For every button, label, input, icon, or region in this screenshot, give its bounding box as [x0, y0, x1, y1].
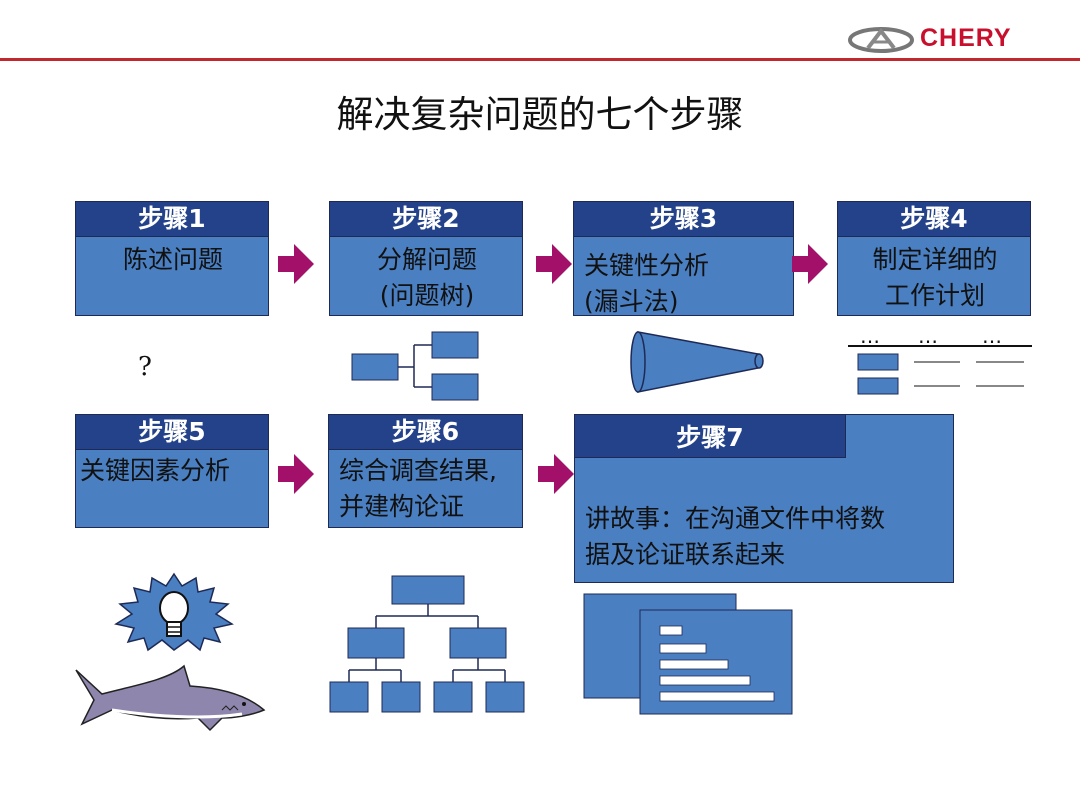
header-divider — [0, 58, 1080, 61]
org-chart-icon — [329, 575, 525, 713]
arrow-3-to-4-icon — [792, 244, 828, 284]
page-title: 解决复杂问题的七个步骤 — [336, 93, 744, 136]
plan-dots-2: … — [918, 324, 938, 348]
step-5-header: 步骤5 — [76, 415, 268, 450]
step-6-header: 步骤6 — [329, 415, 522, 450]
step-3-header: 步骤3 — [574, 202, 793, 237]
step-1-header: 步骤1 — [76, 202, 268, 237]
step-4-header: 步骤4 — [838, 202, 1030, 237]
step-4-box: 步骤4 制定详细的 工作计划 — [837, 201, 1031, 316]
issue-tree-icon — [351, 331, 479, 401]
shark-icon — [75, 664, 266, 732]
step-5-box: 步骤5 关键因素分析 — [75, 414, 269, 528]
step-2-body: 分解问题 (问题树) — [376, 245, 477, 310]
report-documents-icon — [583, 593, 793, 715]
plan-dots-1: … — [860, 324, 880, 348]
lightbulb-idea-icon — [114, 572, 234, 652]
arrow-2-to-3-icon — [536, 244, 572, 284]
chery-logo: CHERY — [848, 24, 1038, 54]
plan-dots-3: … — [982, 324, 1002, 348]
step-3-box: 步骤3 关键性分析 (漏斗法) — [573, 201, 794, 316]
step-3-body: 关键性分析 (漏斗法) — [584, 251, 710, 316]
arrow-1-to-2-icon — [278, 244, 314, 284]
step-7-box: 步骤7 讲故事：在沟通文件中将数 据及论证联系起来 — [574, 414, 954, 583]
step-1-box: 步骤1 陈述问题 — [75, 201, 269, 316]
chery-emblem-icon — [848, 27, 914, 53]
question-mark: ? — [138, 352, 152, 382]
step-5-body: 关键因素分析 — [80, 456, 231, 485]
arrow-6-to-7-icon — [538, 454, 574, 494]
step-2-header: 步骤2 — [330, 202, 522, 237]
step-1-body: 陈述问题 — [122, 245, 223, 274]
work-plan-icon — [848, 345, 1032, 395]
step-7-body: 讲故事：在沟通文件中将数 据及论证联系起来 — [585, 504, 886, 569]
brand-name: CHERY — [920, 24, 1012, 52]
step-2-box: 步骤2 分解问题 (问题树) — [329, 201, 523, 316]
step-6-box: 步骤6 综合调查结果, 并建构论证 — [328, 414, 523, 528]
step-7-header: 步骤7 — [575, 415, 846, 458]
step-6-body: 综合调查结果, 并建构论证 — [339, 456, 497, 521]
funnel-icon — [630, 331, 764, 393]
arrow-5-to-6-icon — [278, 454, 314, 494]
step-4-body: 制定详细的 工作计划 — [872, 245, 998, 310]
